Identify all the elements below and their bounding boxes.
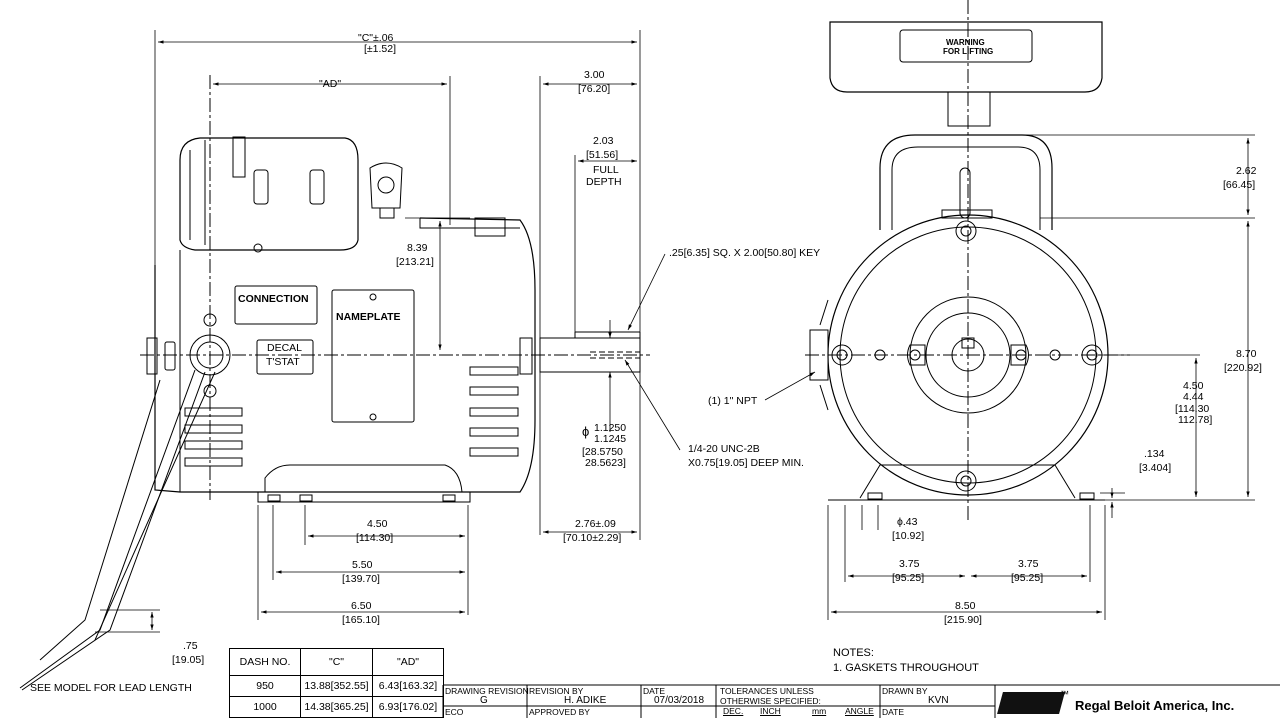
dim-8-70-mm: [220.92] bbox=[1224, 362, 1262, 374]
dim-6-50-mm: [165.10] bbox=[342, 614, 380, 626]
connection-label: CONNECTION bbox=[238, 293, 309, 305]
warning-label-2: FOR LIFTING bbox=[943, 47, 994, 56]
dim-8-39-mm: [213.21] bbox=[396, 256, 434, 268]
drawing-revision-value: G bbox=[480, 695, 488, 706]
lead-length-note: SEE MODEL FOR LEAD LENGTH bbox=[30, 682, 192, 694]
dim-0-134: .134 bbox=[1144, 448, 1165, 460]
front-view-motor bbox=[19, 75, 650, 691]
dim-ad: "AD" bbox=[319, 78, 342, 90]
company-logo bbox=[997, 692, 1065, 714]
dim-4-44-side: 4.44 bbox=[1183, 391, 1204, 403]
tolerances-line-1: TOLERANCES UNLESS bbox=[720, 686, 814, 696]
company-name: Regal Beloit America, Inc. bbox=[1075, 698, 1235, 713]
dim-0-75-mm: [19.05] bbox=[172, 654, 205, 666]
date2-label: DATE bbox=[882, 707, 905, 717]
key-note: .25[6.35] SQ. X 2.00[50.80] KEY bbox=[669, 247, 821, 259]
hole-dia: ϕ.43 bbox=[897, 516, 918, 528]
hole-dia-mm: [10.92] bbox=[892, 530, 925, 542]
npt-note: (1) 1" NPT bbox=[708, 395, 758, 407]
dash-table-header: DASH NO. "C" "AD" bbox=[229, 648, 444, 676]
dim-0-134-mm: [3.404] bbox=[1139, 462, 1172, 474]
tol-inch: INCH bbox=[760, 706, 781, 716]
dim-2-03: 2.03 bbox=[593, 135, 614, 147]
dim-8-39: 8.39 bbox=[407, 242, 428, 254]
dim-5-50: 5.50 bbox=[352, 559, 373, 571]
title-block bbox=[442, 684, 1280, 718]
dash-table: DASH NO. "C" "AD" 950 13.88[352.55] 6.43… bbox=[229, 648, 444, 718]
table-row: 1000 14.38[365.25] 6.93[176.02] bbox=[229, 696, 444, 718]
dim-5-50-mm: [139.70] bbox=[342, 573, 380, 585]
trademark-symbol: ™ bbox=[1060, 689, 1069, 699]
tap-note-1: 1/4-20 UNC-2B bbox=[688, 443, 760, 455]
full-depth-label-2: DEPTH bbox=[586, 176, 622, 188]
dim-8-50: 8.50 bbox=[955, 600, 976, 612]
dim-0-75: .75 bbox=[183, 640, 198, 652]
dim-4-50-side: 4.50 bbox=[1183, 380, 1204, 392]
decal-label: DECAL bbox=[267, 342, 303, 354]
c-cell: 14.38[365.25] bbox=[300, 696, 373, 718]
front-view-dimensions bbox=[95, 30, 681, 633]
ad-cell: 6.43[163.32] bbox=[372, 675, 444, 697]
shaft-dia-mm-1: [28.5750 bbox=[582, 446, 623, 458]
side-view-motor bbox=[805, 0, 1130, 520]
dim-4-50-mm: [114.30] bbox=[356, 532, 394, 544]
notes-item-1: 1. GASKETS THROUGHOUT bbox=[833, 662, 979, 674]
dim-3-75-left: 3.75 bbox=[899, 558, 920, 570]
dim-3-75-right-mm: [95.25] bbox=[1011, 572, 1044, 584]
ad-cell: 6.93[176.02] bbox=[372, 696, 444, 718]
eco-label: ECO bbox=[445, 707, 464, 717]
dim-c-mm: [±1.52] bbox=[364, 43, 397, 55]
tol-angle: ANGLE bbox=[845, 706, 874, 716]
tap-note-2: X0.75[19.05] DEEP MIN. bbox=[688, 457, 804, 469]
dim-2-76-mm: [70.10±2.29] bbox=[563, 532, 622, 544]
dim-3-00-mm: [76.20] bbox=[578, 83, 611, 95]
revision-by-label: REVISION BY bbox=[529, 686, 584, 696]
c-cell: 13.88[352.55] bbox=[300, 675, 373, 697]
drawn-by-value: KVN bbox=[928, 695, 949, 706]
dim-2-76: 2.76±.09 bbox=[575, 518, 616, 530]
dash-cell: 950 bbox=[229, 675, 301, 697]
table-row: 950 13.88[352.55] 6.43[163.32] bbox=[229, 675, 444, 697]
tol-dec: DEC. bbox=[723, 706, 744, 716]
dim-4-50-side-mm: [114.30 bbox=[1175, 403, 1210, 415]
header-c: "C" bbox=[300, 648, 373, 676]
side-view-dimensions bbox=[764, 134, 1255, 620]
shaft-dia-1: 1.1250 bbox=[594, 422, 627, 434]
revision-by-value: H. ADIKE bbox=[564, 695, 607, 706]
date-label: DATE bbox=[643, 686, 666, 696]
notes-title: NOTES: bbox=[833, 647, 874, 659]
date-value: 07/03/2018 bbox=[654, 695, 705, 706]
dim-3-75-right: 3.75 bbox=[1018, 558, 1039, 570]
dim-4-44-side-mm: 112.78] bbox=[1178, 414, 1213, 426]
dim-2-03-mm: [51.56] bbox=[586, 149, 619, 161]
tolerances-line-2: OTHERWISE SPECIFIED: bbox=[720, 696, 821, 706]
tol-mm: mm bbox=[812, 706, 827, 716]
dim-2-62: 2.62 bbox=[1236, 165, 1257, 177]
shaft-dia-mm-2: 28.5623] bbox=[585, 457, 626, 469]
full-depth-label-1: FULL bbox=[593, 164, 619, 176]
dim-8-50-mm: [215.90] bbox=[944, 614, 982, 626]
drawing-revision-label: DRAWING REVISION bbox=[445, 686, 529, 696]
shaft-phi-symbol: ϕ bbox=[582, 424, 590, 439]
header-ad: "AD" bbox=[372, 648, 444, 676]
warning-label-1: WARNING bbox=[946, 38, 985, 47]
dim-8-70: 8.70 bbox=[1236, 348, 1257, 360]
dim-4-50: 4.50 bbox=[367, 518, 388, 530]
dim-c: "C"±.06 bbox=[358, 32, 394, 44]
dim-2-62-mm: [66.45] bbox=[1223, 179, 1256, 191]
header-dash-no: DASH NO. bbox=[229, 648, 301, 676]
approved-by-label: APPROVED BY bbox=[529, 707, 590, 717]
shaft-dia-2: 1.1245 bbox=[594, 433, 627, 445]
dash-cell: 1000 bbox=[229, 696, 301, 718]
nameplate-label: NAMEPLATE bbox=[336, 311, 401, 323]
dim-6-50: 6.50 bbox=[351, 600, 372, 612]
drawn-by-label: DRAWN BY bbox=[882, 686, 928, 696]
tstat-label: T'STAT bbox=[266, 356, 300, 368]
dim-3-00: 3.00 bbox=[584, 69, 605, 81]
dim-3-75-left-mm: [95.25] bbox=[892, 572, 925, 584]
